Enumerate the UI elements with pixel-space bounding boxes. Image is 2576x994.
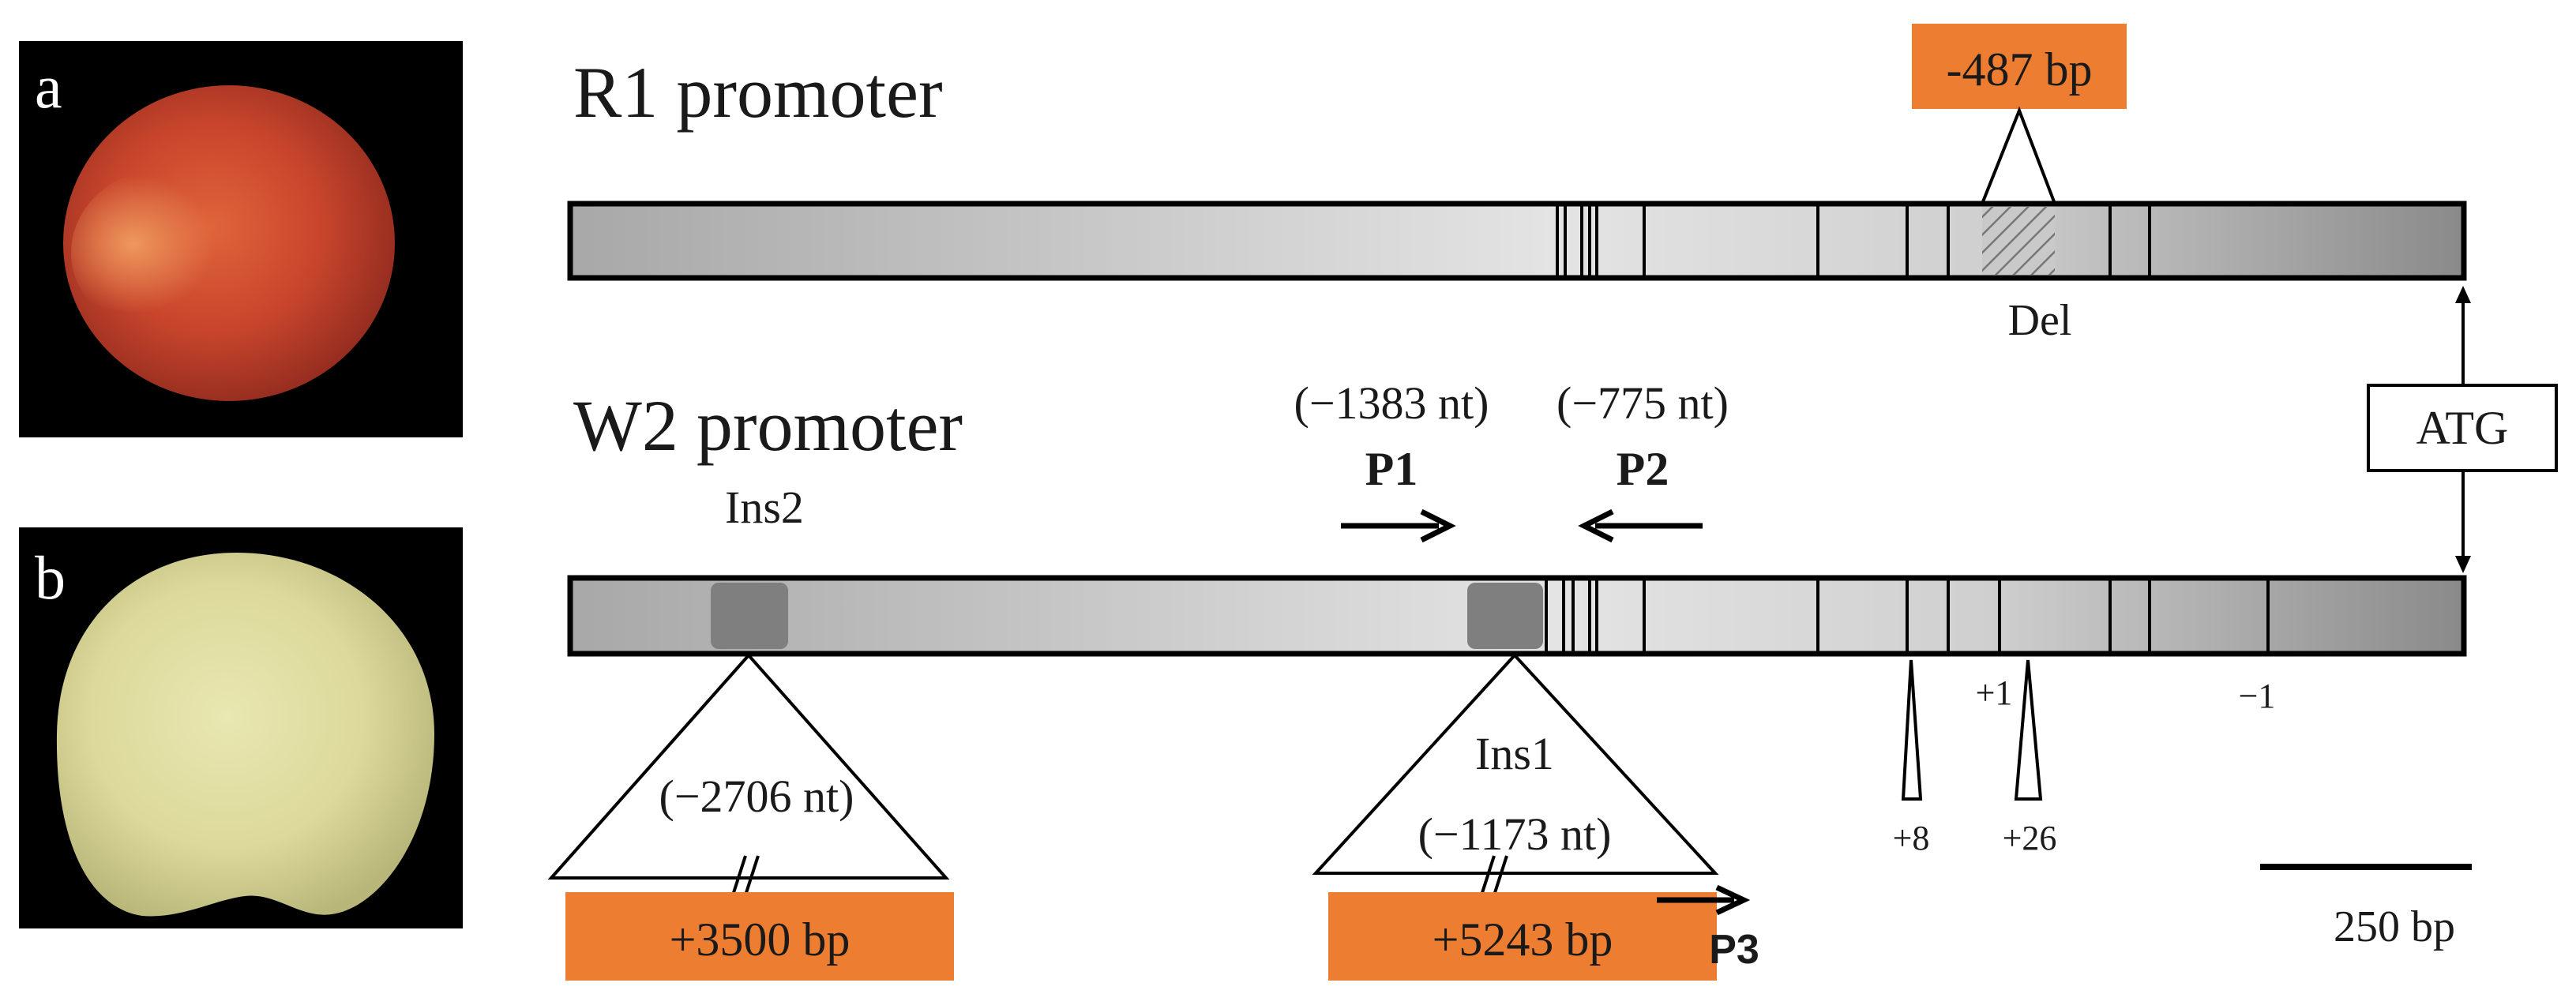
deletion-label: Del [2008,296,2072,345]
primer-p2-position: (−775 nt) [1556,377,1729,429]
panel-label-b: b [35,543,66,612]
atg-marker: ATG [2367,286,2558,573]
deletion-size-box [1912,24,2127,109]
primer-p3-label: P3 [1709,927,1759,973]
primer-p3-arrow [1657,884,1751,916]
mark-plus26: +26 [2003,819,2057,857]
ins1-position: (−1173 nt) [1418,808,1612,860]
ins2-label: Ins2 [725,482,804,533]
primer-p1-position: (−1383 nt) [1294,377,1489,429]
r1-promoter-bar [567,106,2467,281]
r1-promoter-title: R1 promoter [573,52,943,133]
deletion-triangle [1981,106,2056,204]
white-peach-image [56,553,434,917]
deletion-region [1982,207,2055,275]
w2-promoter-bar [567,575,2467,657]
ins1-block [1467,583,1543,649]
scale-bar-label: 250 bp [2334,902,2455,951]
deletion-size-label: -487 bp [1947,43,2093,96]
ins1-size-box [1328,892,1717,981]
photo-panel-b: b [19,527,463,928]
mark-plus1: +1 [1976,673,2013,712]
ins2-size-box [565,892,954,981]
ins2-block [711,583,788,649]
mark-minus1: −1 [2239,677,2276,715]
plus26-wedge [2014,659,2043,801]
panel-label-a: a [35,52,62,121]
ins2-position: (−2706 nt) [659,771,854,822]
ins1-size-label: +5243 bp [1433,913,1613,966]
ins1-expansion: Ins1 (−1173 nt) +5243 bp [1312,653,1719,981]
mark-plus8: +8 [1893,819,1930,857]
photo-panel-a: a [19,41,463,437]
primer-p2-arrow [1578,508,1703,543]
primer-p1-label: P1 [1365,443,1418,495]
ins2-size-label: +3500 bp [670,913,851,966]
primer-p1-arrow [1341,508,1456,543]
plus8-wedge [1901,659,1923,801]
ins2-expansion: (−2706 nt) +3500 bp [547,652,954,981]
atg-label: ATG [2416,402,2509,454]
primer-p2-label: P2 [1617,443,1669,495]
w2-promoter-title: W2 promoter [573,385,963,466]
ins1-label: Ins1 [1475,728,1554,779]
